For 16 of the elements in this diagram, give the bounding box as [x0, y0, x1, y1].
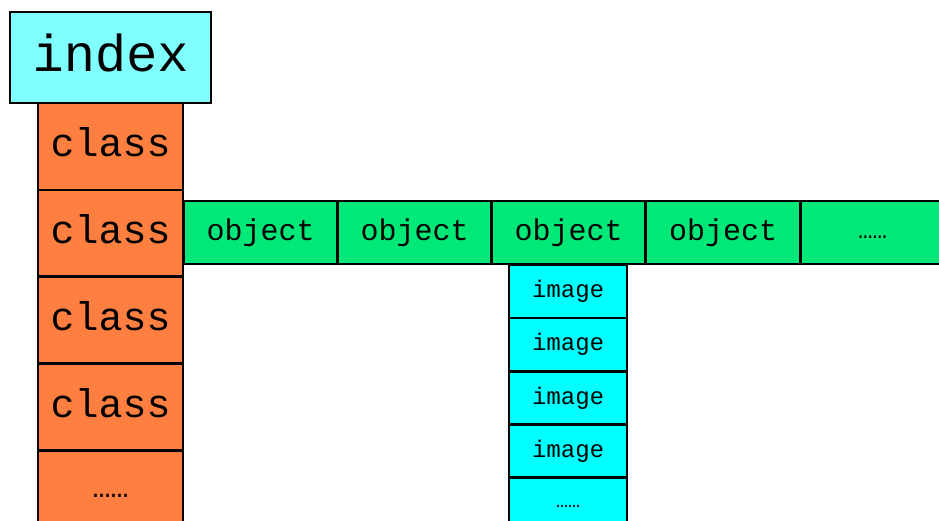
class-cell: class	[37, 189, 184, 277]
image-cell: ……	[508, 477, 628, 521]
class-cell: class	[37, 363, 184, 451]
class-cell: class	[37, 102, 184, 191]
class-cell: class	[37, 276, 184, 364]
object-cell: ……	[800, 200, 939, 265]
object-cell: object	[491, 200, 646, 265]
object-cell: object	[645, 200, 801, 265]
object-cell: object	[183, 200, 338, 265]
image-cell: image	[508, 264, 628, 319]
image-cell: image	[508, 371, 628, 425]
image-cell: image	[508, 424, 628, 478]
object-cell: object	[337, 200, 492, 265]
class-cell: ……	[37, 450, 184, 521]
image-cell: image	[508, 317, 628, 372]
index-block: index	[9, 11, 212, 104]
